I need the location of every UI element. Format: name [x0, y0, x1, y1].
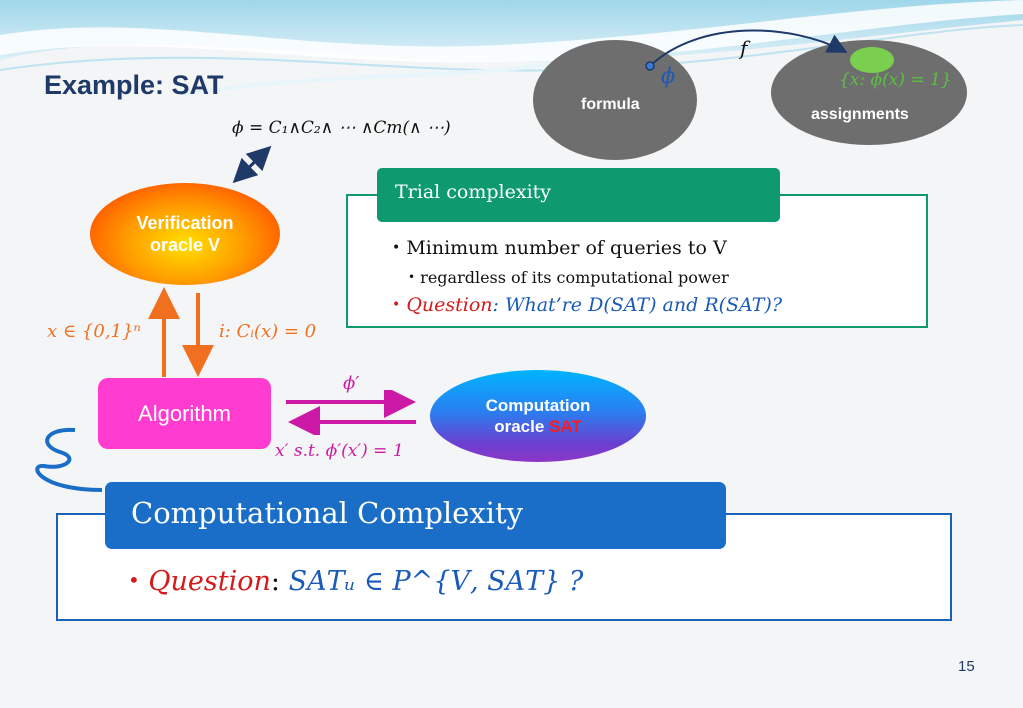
cc-question: • Question: 𝑆𝐴𝑇ᵤ ∈ 𝑃^{𝑉, 𝑆𝐴𝑇} ?: [128, 566, 583, 597]
oracle-query-formula-label: 𝜙′: [343, 373, 360, 394]
sub-bullet-dot: •: [408, 270, 416, 284]
computational-complexity-header: Computational Complexity: [105, 482, 726, 549]
trial-bullet-1: • Minimum number of queries to V: [392, 237, 727, 259]
phi-symbol: 𝜙: [661, 64, 676, 88]
cc-question-colon: :: [270, 566, 280, 597]
trial-sub-bullet-1: • regardless of its computational power: [408, 268, 729, 287]
trial-question-word: Question: [406, 294, 493, 316]
verification-oracle-line1: Verification: [136, 213, 234, 233]
cc-question-math: 𝑆𝐴𝑇ᵤ ∈ 𝑃^{𝑉, 𝑆𝐴𝑇} ?: [288, 566, 584, 597]
formula-oracle-double-arrow: [232, 145, 272, 184]
oracle-response-label: 𝑥′ 𝑠.𝑡. 𝜙′(𝑥′) = 1: [275, 441, 404, 461]
f-symbol: 𝑓: [740, 36, 748, 60]
brace-decoration: [35, 427, 103, 492]
trial-question-text: : What’re D(SAT) and R(SAT)?: [492, 294, 783, 316]
trial-sub-bullet-1-text: regardless of its computational power: [420, 268, 729, 287]
algorithm-box: Algorithm: [98, 378, 271, 449]
trial-complexity-header: Trial complexity: [377, 168, 780, 222]
cc-question-word: Question: [148, 566, 271, 597]
oracle-query-arrows: [148, 287, 214, 377]
cc-bullet-dot: •: [128, 568, 140, 592]
assignments-set-expression: {𝑥: 𝜙(𝑥) = 1}: [839, 70, 952, 90]
question-bullet-dot: •: [392, 297, 401, 313]
verification-oracle: Verification oracle V: [90, 183, 280, 285]
trial-bullet-1-text: Minimum number of queries to V: [406, 237, 727, 259]
oracle-answer-label: 𝑖: 𝐶ᵢ(𝑥) = 0: [219, 321, 317, 342]
formula-expression: 𝜙 = 𝐶₁∧𝐶₂∧ ⋯ ∧𝐶𝑚(∧ ⋯): [232, 118, 451, 138]
query-input-label: 𝑥 ∈ {0,1}ⁿ: [47, 321, 141, 342]
computation-oracle-line2: oracle SAT: [430, 416, 646, 437]
computation-oracle: Computation oracle SAT: [430, 370, 646, 462]
computation-oracle-prefix: oracle: [494, 417, 550, 436]
satisfying-set-ellipse: [850, 47, 894, 73]
algorithm-label: Algorithm: [138, 400, 231, 426]
computation-oracle-line1: Computation: [485, 396, 591, 415]
formula-label: formula: [581, 96, 640, 113]
computation-oracle-arrows: [286, 390, 416, 435]
f-mapping-arrow: [645, 29, 848, 71]
slide-title: Example: SAT: [44, 70, 224, 100]
bullet-dot: •: [392, 240, 401, 256]
computation-oracle-sat: SAT: [549, 417, 582, 436]
trial-question: • Question: What’re D(SAT) and R(SAT)?: [392, 294, 782, 316]
assignments-label: assignments: [811, 106, 909, 123]
page-number: 15: [958, 658, 975, 675]
verification-oracle-line2: oracle V: [149, 235, 221, 255]
formula-ellipse: formula: [533, 40, 697, 160]
